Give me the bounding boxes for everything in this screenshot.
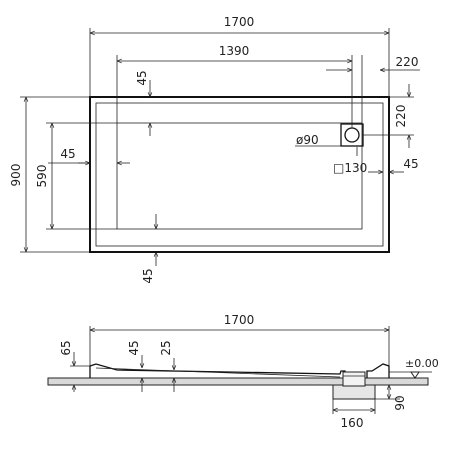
dim-inner-width: 590 <box>35 165 49 188</box>
level-mark: ±0.00 <box>405 357 439 370</box>
dim-left-rim: 45 <box>60 147 75 161</box>
drain-circle <box>344 127 360 143</box>
dim-section-length: 1700 <box>224 313 255 327</box>
dim-drain-diameter: ø90 <box>296 133 319 147</box>
dim-drain-square: □130 <box>333 161 367 175</box>
tray-outline <box>89 96 390 253</box>
dim-drain-depth: 90 <box>393 395 407 410</box>
dim-section-rim: 45 <box>127 340 141 355</box>
section-view: 1700 65 45 25 ±0.00 160 90 <box>47 313 439 430</box>
drain-body <box>332 384 376 400</box>
dim-bottom-rim: 45 <box>141 268 155 283</box>
plan-view: 1700 1390 220 45 220 ø90 □130 45 45 <box>9 15 420 284</box>
tray-floor <box>116 122 363 230</box>
dim-top-rim: 45 <box>135 70 149 85</box>
dim-drain-width: 160 <box>341 416 364 430</box>
tray-rim-line <box>95 102 384 247</box>
dim-drain-offset-right: 220 <box>396 55 419 69</box>
dim-inner-length: 1390 <box>219 44 250 58</box>
dim-section-height: 65 <box>59 340 73 355</box>
level-triangle <box>410 371 420 379</box>
tray-profile <box>89 363 346 378</box>
dim-base-thickness: 25 <box>159 340 173 355</box>
dim-right-rim: 45 <box>403 157 418 171</box>
dim-overall-length: 1700 <box>224 15 255 29</box>
dim-overall-width: 900 <box>9 164 23 187</box>
dim-drain-offset-top: 220 <box>394 105 408 128</box>
floor-slab <box>47 377 429 386</box>
